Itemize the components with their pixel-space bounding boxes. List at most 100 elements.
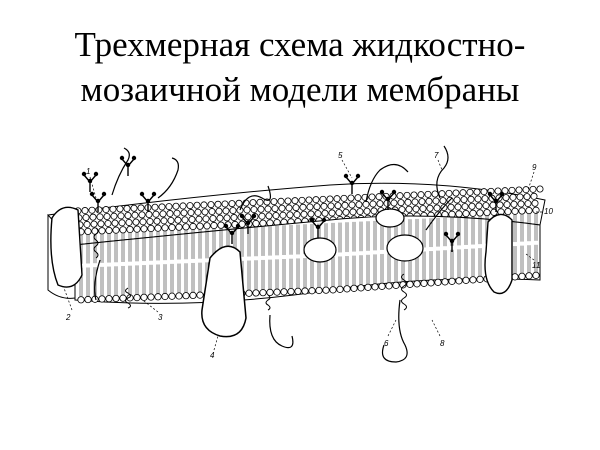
lipid-head: [515, 186, 523, 194]
lipid-tail: [534, 213, 538, 273]
lipid-head: [536, 185, 544, 193]
lipid-head: [103, 212, 111, 220]
lipid-head: [264, 205, 272, 213]
lipid-head: [439, 197, 447, 205]
lipid-head: [167, 216, 175, 224]
lipid-head: [118, 219, 126, 227]
lipid-head: [396, 192, 404, 200]
lipid-head: [119, 294, 127, 302]
label-11: 11: [532, 261, 540, 270]
lipid-tail: [401, 219, 405, 282]
lipid-head: [460, 196, 468, 204]
lipid-head: [81, 207, 89, 215]
lipid-head: [448, 277, 456, 285]
lipid-tail: [107, 233, 111, 296]
lipid-head: [510, 200, 518, 208]
lipid-tail: [198, 229, 202, 293]
lipid-head: [82, 213, 90, 221]
lipid-tail: [128, 232, 132, 295]
lipid-head: [445, 189, 453, 197]
lipid-tail: [415, 218, 419, 281]
lipid-head: [286, 211, 294, 219]
lipid-tail: [520, 213, 524, 274]
lipid-tail: [387, 220, 391, 283]
label-7: 7: [434, 151, 439, 160]
lipid-head: [84, 295, 92, 304]
lipid-head: [217, 221, 225, 229]
lipid-tail: [338, 222, 342, 287]
lipid-head: [105, 226, 113, 235]
lipid-head: [335, 209, 343, 217]
lipid-head: [243, 206, 251, 214]
peripheral-protein-3: [375, 208, 405, 228]
lipid-head: [236, 206, 244, 214]
lipid-tail: [226, 227, 230, 292]
lipid-head: [291, 197, 299, 205]
lipid-head: [371, 283, 379, 291]
lipid-head: [300, 210, 308, 218]
lipid-head: [427, 279, 435, 287]
lipid-head: [529, 185, 537, 193]
lipid-head: [280, 288, 288, 296]
lipid-tail: [457, 216, 461, 278]
lipid-head: [334, 202, 342, 210]
title-line-1: Трехмерная схема жидкостно-: [74, 25, 526, 64]
label-8: 8: [440, 339, 445, 348]
lipid-head: [329, 286, 337, 294]
lipid-head: [354, 194, 362, 202]
lipid-head: [133, 294, 141, 302]
lipid-head: [137, 204, 145, 212]
lipid-head: [467, 195, 475, 203]
lipid-tail: [135, 232, 139, 295]
lipid-head: [147, 224, 155, 233]
lipid-head: [347, 194, 355, 202]
lipid-head: [441, 278, 449, 286]
lipid-head: [216, 214, 224, 222]
lipid-head: [343, 285, 351, 293]
lipid-head: [208, 208, 216, 216]
lipid-head: [426, 204, 434, 212]
lipid-head: [130, 204, 138, 212]
lipid-head: [475, 202, 483, 210]
lipid-head: [406, 280, 414, 288]
lipid-tail: [191, 229, 195, 293]
lipid-head: [258, 212, 266, 220]
lipid-head: [245, 289, 253, 297]
lipid-head: [468, 202, 476, 210]
lipid-tail: [212, 228, 216, 292]
lipid-head: [277, 197, 285, 205]
lipid-head: [116, 205, 124, 213]
lipid-head: [109, 205, 117, 213]
lipid-head: [516, 193, 524, 201]
lipid-head: [306, 203, 314, 211]
lipid-head: [369, 200, 377, 208]
lipid-head: [350, 284, 358, 292]
lipid-head: [397, 199, 405, 207]
lipid-head: [147, 293, 155, 301]
lipid-tail: [240, 227, 244, 291]
lipid-tail: [170, 230, 174, 294]
lipid-head: [342, 208, 350, 216]
lipid-head: [432, 197, 440, 205]
lipid-head: [474, 195, 482, 203]
lipid-head: [112, 226, 120, 234]
lipid-head: [195, 215, 203, 223]
lipid-tail: [254, 226, 258, 290]
lipid-head: [168, 223, 176, 232]
lipid-tail: [352, 221, 356, 286]
lipid-head: [272, 212, 280, 220]
lipid-head: [256, 198, 264, 206]
lipid-head: [403, 191, 411, 199]
lipid-head: [154, 293, 162, 301]
lipid-head: [221, 200, 229, 208]
lipid-head: [336, 285, 344, 293]
lipid-head: [392, 281, 400, 289]
integral-protein-left: [50, 206, 83, 288]
lipid-head: [140, 293, 148, 301]
lipid-head: [511, 273, 519, 281]
lipid-tail: [163, 230, 167, 294]
lipid-head: [419, 205, 427, 213]
lipid-head: [140, 225, 148, 233]
lipid-head: [476, 275, 484, 283]
lipid-head: [501, 187, 509, 195]
